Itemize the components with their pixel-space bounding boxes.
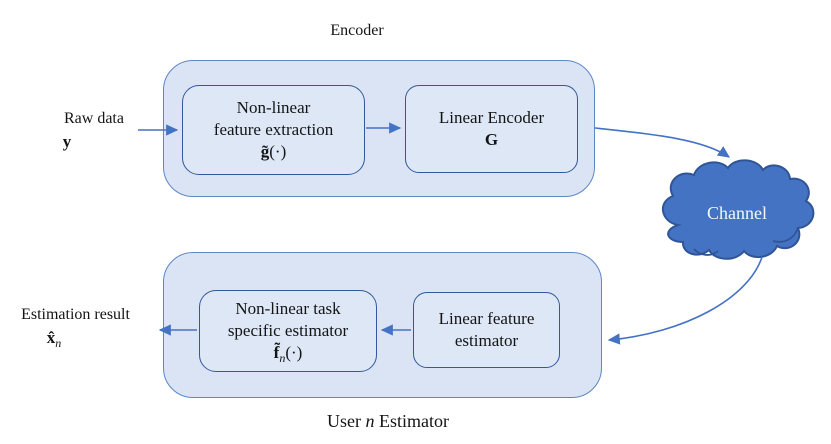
raw-data-symbol: y	[55, 132, 79, 152]
channel-label: Channel	[707, 203, 767, 223]
linear-feature-estimator-box: Linear feature estimator	[413, 292, 560, 368]
symbol-args: (·)	[269, 142, 287, 161]
symbol-base: f̃	[273, 343, 280, 362]
linear-encoder-box: Linear Encoder G	[405, 85, 578, 173]
feature-extraction-box: Non-linear feature extraction g̃(·)	[182, 85, 365, 175]
task-box-line1: Non-linear task	[235, 299, 341, 318]
task-estimator-box: Non-linear task specific estimator f̃n(·…	[199, 290, 377, 372]
symbol-base: g̃	[260, 142, 270, 161]
linear-encoder-symbol: G	[485, 129, 498, 151]
feature-box-line2: feature extraction	[213, 120, 334, 139]
estimation-result-label: Estimation result	[21, 306, 130, 323]
task-box-symbol: f̃n(·)	[274, 342, 303, 364]
feature-box-symbol: g̃(·)	[261, 141, 286, 163]
linear-estimator-line2: estimator	[454, 331, 519, 350]
linear-estimator-line1: Linear feature	[438, 309, 535, 328]
symbol-base: y	[62, 132, 72, 151]
symbol-base: G	[484, 130, 499, 149]
symbol-base: x̂	[46, 328, 56, 347]
symbol-args: (·)	[285, 343, 303, 362]
encoder-title: Encoder	[330, 22, 384, 39]
estimator-caption: User n Estimator	[288, 411, 488, 432]
caption-pre: User	[327, 411, 366, 431]
raw-data-label: Raw data	[64, 110, 124, 127]
symbol-subscript: n	[55, 336, 62, 350]
estimation-result-symbol: x̂n	[32, 328, 76, 350]
caption-post: Estimator	[374, 411, 449, 431]
cloud-curl-bottom	[693, 248, 719, 256]
linear-encoder-line1: Linear Encoder	[438, 108, 545, 127]
cloud-curl-right	[772, 227, 799, 243]
symbol-subscript: n	[279, 351, 286, 365]
arrow-encoder-to-channel	[594, 127, 731, 158]
arrow-channel-to-estimator	[607, 256, 763, 345]
feature-box-line1: Non-linear	[236, 98, 311, 117]
task-box-line2: specific estimator	[227, 321, 349, 340]
caption-variable: n	[365, 411, 375, 431]
